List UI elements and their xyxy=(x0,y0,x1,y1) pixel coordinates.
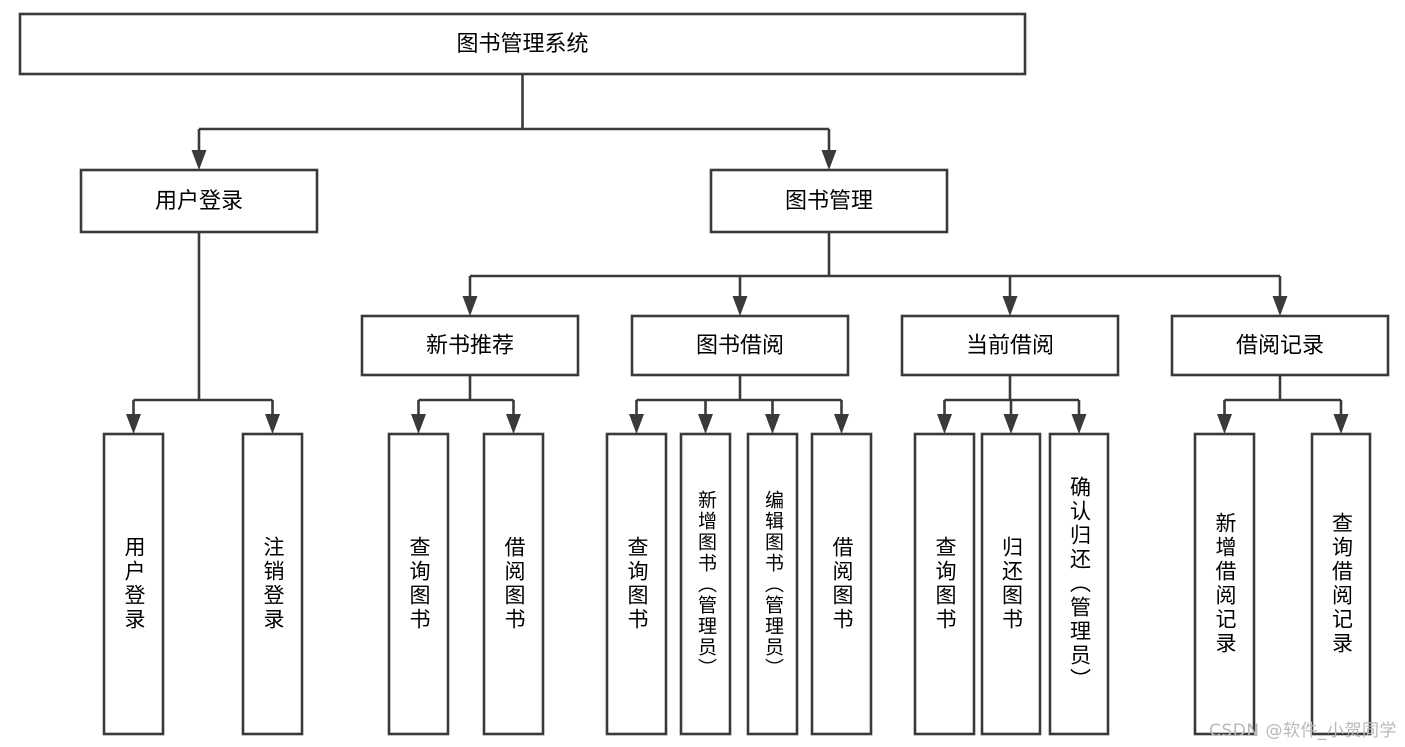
node-leaf-return-book[interactable] xyxy=(980,432,1042,736)
node-leaf-query-book-cb[interactable] xyxy=(913,432,976,736)
arrow-head-icon xyxy=(265,414,280,434)
node-box-new-book-rec xyxy=(360,314,580,377)
node-leaf-add-record[interactable] xyxy=(1193,432,1256,736)
arrow-head-icon xyxy=(1003,414,1019,434)
node-new-book-rec[interactable]: 新书推荐 xyxy=(360,314,580,377)
node-box-leaf-query-record xyxy=(1310,432,1372,736)
node-user-login[interactable]: 用户登录 xyxy=(79,168,319,234)
node-box-leaf-add-book xyxy=(679,432,732,736)
arrow-head-icon xyxy=(821,150,837,170)
node-box-leaf-query-book-rec xyxy=(387,432,450,736)
node-leaf-edit-book[interactable] xyxy=(746,432,799,736)
node-leaf-user-login[interactable] xyxy=(102,432,165,736)
node-label-user-login: 用户登录 xyxy=(155,189,243,214)
edge-group-root xyxy=(191,74,837,170)
node-box-book-borrow xyxy=(630,314,850,377)
arrow-head-icon xyxy=(1272,296,1288,316)
node-root[interactable]: 图书管理系统 xyxy=(18,12,1027,76)
arrow-head-icon xyxy=(506,414,521,434)
node-label-book-borrow: 图书借阅 xyxy=(696,334,784,359)
node-leaf-query-book-rec[interactable] xyxy=(387,432,450,736)
node-current-borrow[interactable]: 当前借阅 xyxy=(900,314,1120,377)
node-label-new-book-rec: 新书推荐 xyxy=(426,334,514,359)
arrow-head-icon xyxy=(937,414,952,434)
node-leaf-query-record[interactable] xyxy=(1310,432,1372,736)
arrow-head-icon xyxy=(1333,414,1349,434)
arrow-head-icon xyxy=(462,296,478,316)
node-leaf-borrow-book-rec[interactable] xyxy=(482,432,545,736)
arrow-head-icon xyxy=(1217,414,1232,434)
arrow-head-icon xyxy=(411,414,426,434)
node-label-current-borrow: 当前借阅 xyxy=(966,334,1054,359)
arrow-head-icon xyxy=(834,414,849,434)
edge-group-new-book-rec xyxy=(411,375,521,434)
node-box-book-manage xyxy=(709,168,949,234)
node-box-leaf-user-login xyxy=(102,432,165,736)
node-book-manage[interactable]: 图书管理 xyxy=(709,168,949,234)
node-box-leaf-edit-book xyxy=(746,432,799,736)
node-box-user-login xyxy=(79,168,319,234)
arrow-head-icon xyxy=(765,414,780,434)
edges-layer xyxy=(126,74,1349,434)
arrow-head-icon xyxy=(698,414,713,434)
node-label-borrow-record: 借阅记录 xyxy=(1236,334,1324,359)
node-box-leaf-borrow-book-rec xyxy=(482,432,545,736)
node-leaf-borrow-book-bb[interactable] xyxy=(810,432,873,736)
arrow-head-icon xyxy=(1071,414,1087,434)
arrow-head-icon xyxy=(732,296,748,316)
node-leaf-query-book-bb[interactable] xyxy=(605,432,668,736)
node-box-root xyxy=(18,12,1027,76)
node-box-leaf-query-book-cb xyxy=(913,432,976,736)
node-box-leaf-add-record xyxy=(1193,432,1256,736)
arrow-head-icon xyxy=(629,414,644,434)
node-box-current-borrow xyxy=(900,314,1120,377)
node-leaf-user-logout[interactable] xyxy=(241,432,304,736)
edge-group-borrow-record xyxy=(1217,375,1349,434)
node-leaf-confirm-return[interactable] xyxy=(1048,432,1110,736)
node-leaf-add-book[interactable] xyxy=(679,432,732,736)
node-box-leaf-confirm-return xyxy=(1048,432,1110,736)
arrow-head-icon xyxy=(191,150,207,170)
edge-group-user-login xyxy=(126,232,280,434)
arrow-head-icon xyxy=(1002,296,1018,316)
watermark-text: CSDN @软件_小贺同学 xyxy=(1209,721,1397,741)
node-box-borrow-record xyxy=(1170,314,1390,377)
node-book-borrow[interactable]: 图书借阅 xyxy=(630,314,850,377)
node-borrow-record[interactable]: 借阅记录 xyxy=(1170,314,1390,377)
node-box-leaf-query-book-bb xyxy=(605,432,668,736)
node-label-root: 图书管理系统 xyxy=(456,32,588,57)
edge-group-current-borrow xyxy=(937,375,1087,434)
node-box-leaf-borrow-book-bb xyxy=(810,432,873,736)
edge-group-book-manage xyxy=(462,232,1288,316)
node-box-leaf-return-book xyxy=(980,432,1042,736)
edge-group-book-borrow xyxy=(629,375,849,434)
node-label-book-manage: 图书管理 xyxy=(785,189,873,214)
node-box-leaf-user-logout xyxy=(241,432,304,736)
arrow-head-icon xyxy=(126,414,141,434)
